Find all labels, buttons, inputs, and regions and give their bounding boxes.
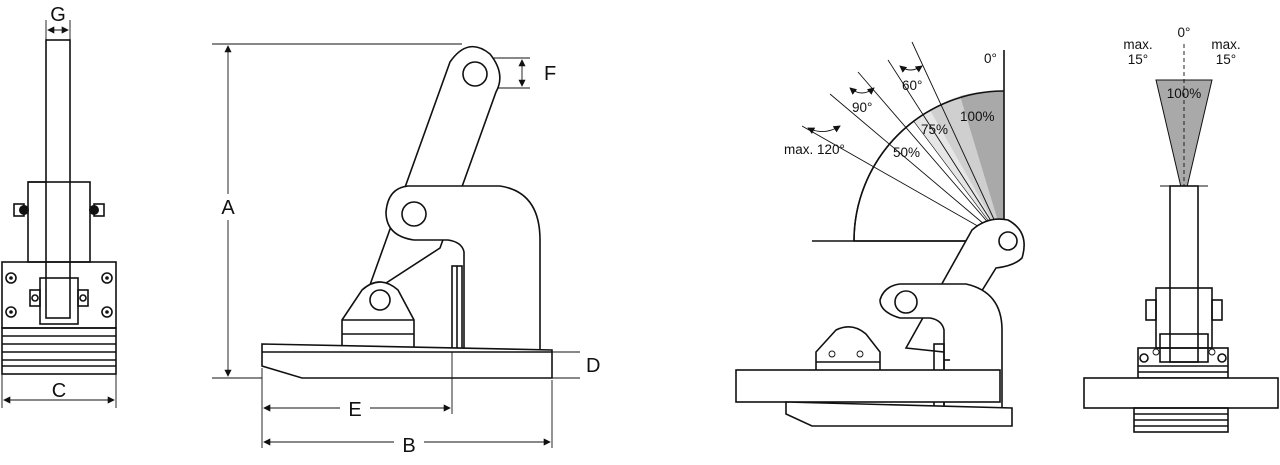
label-a: A	[221, 197, 235, 219]
side-tilt-view: 0° max. 15° max. 15° 100%	[1083, 25, 1279, 433]
front-view: G C	[1, 4, 117, 408]
side-right-max: max.	[1211, 37, 1240, 52]
side-right-deg: 15°	[1216, 52, 1236, 67]
angle-60: 60°	[902, 78, 922, 93]
label-g: G	[50, 4, 66, 26]
side-left-max: max.	[1123, 37, 1152, 52]
label-b: B	[402, 435, 415, 457]
side-angle-0: 0°	[1178, 25, 1191, 40]
side-left-deg: 15°	[1128, 52, 1148, 67]
side-view: A F D E B	[212, 43, 600, 458]
load-100: 100%	[960, 109, 995, 124]
side-load-100: 100%	[1167, 86, 1202, 101]
label-f: F	[544, 63, 556, 85]
load-75: 75%	[921, 122, 948, 137]
load-50: 50%	[893, 145, 920, 160]
tilt-angle-view: 0° 60° 90° max. 120° 100% 75% 50%	[735, 41, 1025, 427]
label-e: E	[348, 399, 361, 421]
label-d: D	[586, 355, 600, 377]
angle-0: 0°	[984, 51, 997, 66]
angle-max-120: max. 120°	[784, 142, 845, 157]
angle-90: 90°	[852, 100, 872, 115]
label-c: C	[52, 380, 66, 402]
